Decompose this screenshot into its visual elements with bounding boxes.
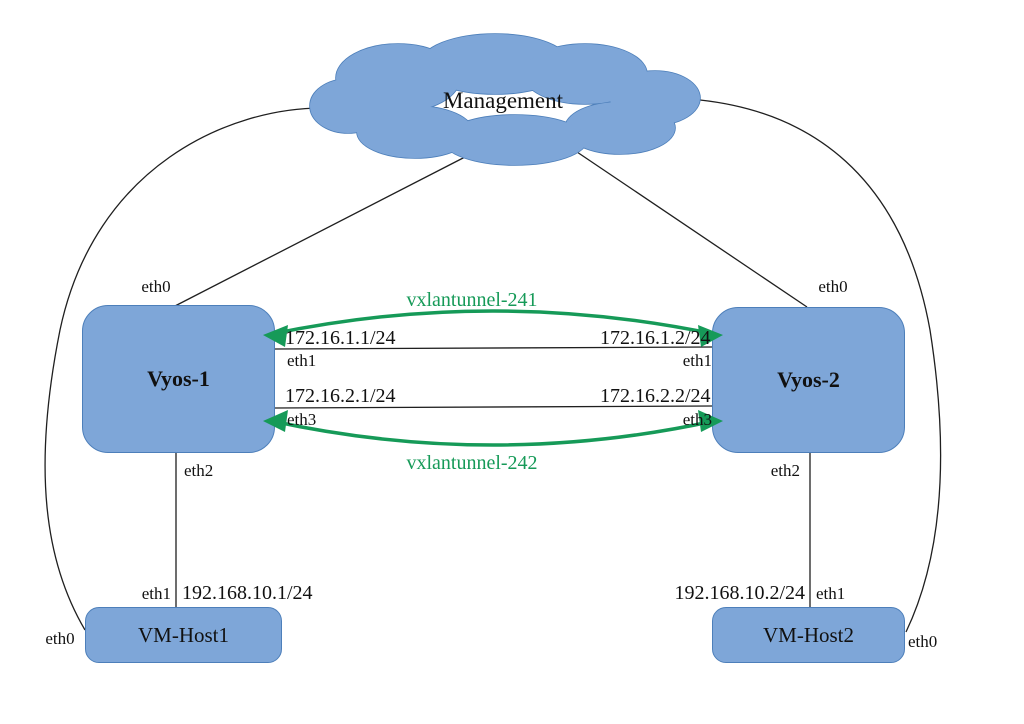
cloud-label: Management xyxy=(442,88,564,113)
vyos1-eth0-label: eth0 xyxy=(141,277,171,296)
link-eth1-eth1 xyxy=(274,346,713,350)
vyos1-eth2-label: eth2 xyxy=(184,461,214,480)
vyos2-eth1-label: eth1 xyxy=(682,351,712,370)
vmhost2-eth0-label: eth0 xyxy=(908,632,938,651)
vyos2-eth2-label: eth2 xyxy=(770,461,800,480)
node-vyos1: Vyos-1 xyxy=(82,305,275,453)
node-vmhost2: VM-Host2 xyxy=(712,607,905,663)
node-vmhost1: VM-Host1 xyxy=(85,607,282,663)
vyos2-eth3-ip: 172.16.2.2/24 xyxy=(600,385,711,407)
node-vmhost2-label: VM-Host2 xyxy=(762,622,854,647)
vyos1-eth3-ip: 172.16.2.1/24 xyxy=(285,385,396,407)
vyos2-eth1-ip: 172.16.1.2/24 xyxy=(600,327,711,349)
vmhost1-eth1-label: eth1 xyxy=(141,584,171,603)
vmhost2-eth1-ip: 192.168.10.2/24 xyxy=(674,582,805,604)
node-vyos1-label: Vyos-1 xyxy=(147,366,210,391)
vyos2-eth0-label: eth0 xyxy=(818,277,848,296)
vmhost1-eth0-label: eth0 xyxy=(45,629,75,648)
link-eth3-eth3 xyxy=(274,405,713,409)
tunnel-241-label: vxlantunnel-241 xyxy=(406,289,538,311)
node-vmhost1-label: VM-Host1 xyxy=(137,622,229,647)
link-cloud-vyos2-eth0 xyxy=(576,151,808,308)
link-cloud-vmhost2-eth0 xyxy=(699,99,942,633)
vyos2-eth3-label: eth3 xyxy=(682,410,712,429)
vmhost2-eth1-label: eth1 xyxy=(816,584,846,603)
tunnel-242-label: vxlantunnel-242 xyxy=(406,452,538,474)
vyos1-eth1-label: eth1 xyxy=(287,351,317,370)
vyos1-eth3-label: eth3 xyxy=(287,410,317,429)
node-vyos2-label: Vyos-2 xyxy=(777,367,840,392)
vmhost1-eth1-ip: 192.168.10.1/24 xyxy=(182,582,313,604)
link-cloud-vyos1-eth0 xyxy=(174,156,466,307)
node-vyos2: Vyos-2 xyxy=(712,307,905,453)
management-cloud-fill xyxy=(310,34,700,165)
link-cloud-vmhost1-eth0 xyxy=(44,107,323,631)
vyos1-eth1-ip: 172.16.1.1/24 xyxy=(285,327,396,349)
